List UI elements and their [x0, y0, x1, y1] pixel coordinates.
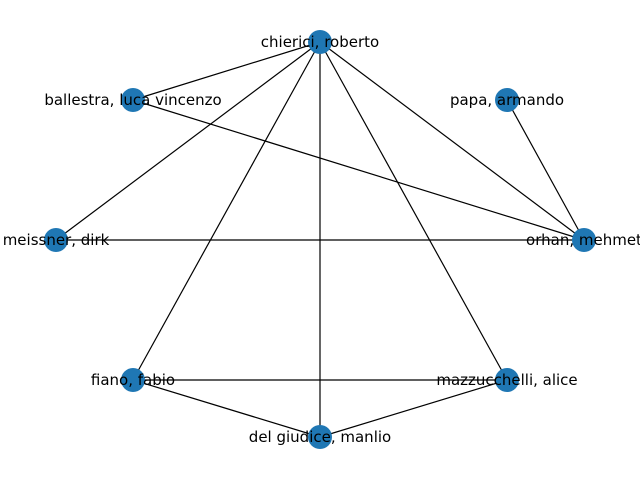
edge-fiano-delgiudice [132, 379, 321, 438]
node-meissner[interactable] [44, 228, 68, 252]
edge-chierici-ballestra [132, 41, 321, 101]
graph-labels: chierici, roberto ballestra, luca vincenz… [3, 33, 640, 446]
node-label-mazzucchelli: mazzucchelli, alice [436, 371, 577, 389]
node-label-chierici: chierici, roberto [261, 33, 379, 51]
node-delgiudice[interactable] [308, 425, 332, 449]
edge-chierici-orhan [319, 41, 585, 241]
node-mazzucchelli[interactable] [495, 368, 519, 392]
node-orhan[interactable] [572, 228, 596, 252]
node-label-delgiudice: del giudice, manlio [249, 428, 391, 446]
edge-chierici-meissner [55, 41, 321, 241]
graph-edges [55, 41, 585, 438]
edge-chierici-mazzucchelli [319, 41, 508, 381]
edge-ballestra-orhan [132, 99, 585, 241]
node-label-meissner: meissner, dirk [3, 231, 110, 249]
node-ballestra[interactable] [121, 88, 145, 112]
node-label-ballestra: ballestra, luca vincenzo [44, 91, 221, 109]
node-label-papa: papa, armando [450, 91, 564, 109]
edge-chierici-fiano [132, 41, 321, 381]
node-label-fiano: fiano, fabio [91, 371, 175, 389]
node-chierici[interactable] [308, 30, 332, 54]
edge-papa-orhan [506, 99, 585, 241]
node-papa[interactable] [495, 88, 519, 112]
node-label-orhan: orhan, mehmet [526, 231, 640, 249]
graph-nodes [44, 30, 596, 449]
node-fiano[interactable] [121, 368, 145, 392]
edge-mazzucchelli-delgiudice [319, 379, 508, 438]
